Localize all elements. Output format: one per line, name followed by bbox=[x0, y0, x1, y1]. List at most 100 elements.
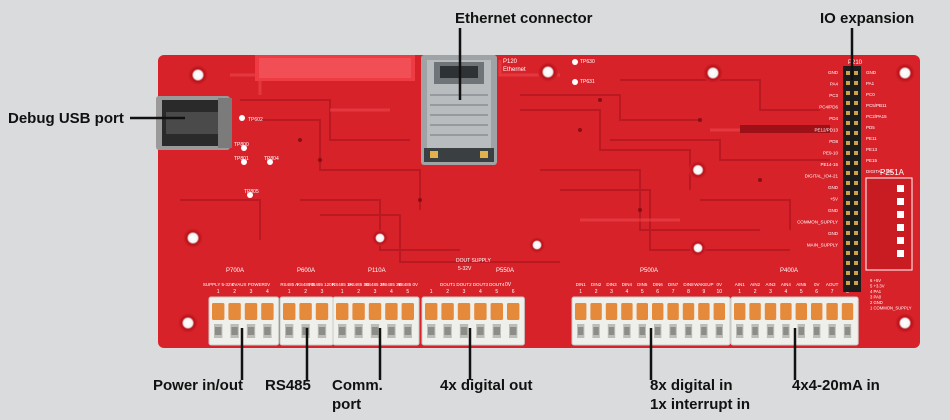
ethernet-base bbox=[424, 148, 494, 162]
terminal-lever[interactable] bbox=[261, 303, 274, 320]
header-pin bbox=[846, 91, 850, 95]
terminal-lever[interactable] bbox=[621, 303, 633, 320]
terminal-lever[interactable] bbox=[474, 303, 487, 320]
terminal-lever[interactable] bbox=[590, 303, 602, 320]
header-label-left: +5V bbox=[830, 197, 838, 202]
terminal-lever[interactable] bbox=[698, 303, 710, 320]
mounting-hole bbox=[895, 63, 915, 83]
silk-pin-number: 2 bbox=[754, 289, 757, 295]
terminal-lever[interactable] bbox=[244, 303, 258, 320]
terminal-lever[interactable] bbox=[652, 303, 664, 320]
terminal-lever[interactable] bbox=[780, 303, 792, 320]
terminal-lever[interactable] bbox=[575, 303, 587, 320]
callout-io-expansion: IO expansion bbox=[820, 10, 915, 27]
terminal-lever[interactable] bbox=[425, 303, 438, 320]
io-header-labels: GNDPA4PC3PC4/PD6PD4PE12/PD13PD8PE9-10PE1… bbox=[797, 70, 893, 248]
silk-pin-number: 3 bbox=[250, 289, 253, 295]
silk-p600a: P600A bbox=[297, 268, 315, 274]
terminal-lever[interactable] bbox=[283, 303, 296, 320]
silk-pin-label: 0V bbox=[232, 282, 238, 287]
terminal-lever[interactable] bbox=[795, 303, 807, 320]
silk-pin-number: 6 bbox=[656, 289, 659, 295]
wire-hole bbox=[798, 327, 804, 335]
terminal-lever[interactable] bbox=[841, 303, 854, 320]
terminal-lever[interactable] bbox=[352, 303, 365, 320]
header-label-right: PE11 bbox=[866, 136, 877, 141]
header-label-right: PA1 bbox=[866, 81, 875, 86]
silk-pin-label: WAKEUP bbox=[694, 282, 713, 287]
p251a-pads bbox=[897, 185, 904, 257]
silk-pin-label: DOUT3 bbox=[473, 282, 489, 287]
terminal-lever[interactable] bbox=[299, 303, 312, 320]
silk-pin-number: 2 bbox=[304, 289, 307, 295]
terminal-lever[interactable] bbox=[764, 303, 777, 320]
silk-pin-label: RS485 0V bbox=[398, 282, 419, 287]
header-pin bbox=[846, 151, 850, 155]
header-pin bbox=[846, 231, 850, 235]
terminal-lever[interactable] bbox=[507, 303, 520, 320]
terminal-lever[interactable] bbox=[667, 303, 679, 320]
terminal-lever[interactable] bbox=[212, 303, 225, 320]
header-pin bbox=[846, 181, 850, 185]
mounting-hole bbox=[703, 63, 723, 83]
silk-pin-number: 1 bbox=[217, 289, 220, 295]
silk-pin-number: 7 bbox=[672, 289, 675, 295]
header-pin bbox=[846, 171, 850, 175]
wire-hole bbox=[701, 327, 707, 335]
header-label-right: PC0 bbox=[866, 92, 875, 97]
terminal-lever[interactable] bbox=[490, 303, 503, 320]
terminal-lever[interactable] bbox=[811, 303, 823, 320]
header-label-left: PC4/PD6 bbox=[819, 105, 838, 110]
terminal-lever[interactable] bbox=[441, 303, 454, 320]
terminal-lever[interactable] bbox=[713, 303, 725, 320]
silk-pin-number: 8 bbox=[687, 289, 690, 295]
terminal-lever[interactable] bbox=[368, 303, 382, 320]
wire-hole bbox=[302, 327, 309, 335]
terminal-lever[interactable] bbox=[385, 303, 398, 320]
silk-pin-label: AIN3 bbox=[765, 282, 776, 287]
silk-pin-label: DOUT1 bbox=[440, 282, 456, 287]
mounting-hole bbox=[178, 313, 198, 333]
header-pin bbox=[854, 191, 858, 195]
silk-pin-number: 3 bbox=[463, 289, 466, 295]
silk-p120: P120 bbox=[503, 59, 518, 65]
terminal-lever[interactable] bbox=[682, 303, 695, 320]
terminal-lever[interactable] bbox=[457, 303, 471, 320]
silk-pin-number: 3 bbox=[321, 289, 324, 295]
callout-comm-line1: Comm. bbox=[332, 377, 383, 394]
silk-pin-number: 3 bbox=[610, 289, 613, 295]
header-label-left: PE12/PD13 bbox=[814, 128, 838, 133]
header-strip bbox=[843, 66, 861, 292]
wire-hole bbox=[264, 327, 271, 335]
wire-hole bbox=[685, 327, 692, 335]
wire-hole bbox=[477, 327, 484, 335]
header-pin bbox=[846, 161, 850, 165]
wire-hole bbox=[655, 327, 661, 335]
wire-hole bbox=[460, 327, 468, 335]
terminal-lever[interactable] bbox=[401, 303, 414, 320]
silk-pin-number: 1 bbox=[341, 289, 344, 295]
silkscreen-labels: P120 Ethernet P210 P251A TP602 TP800 TP8… bbox=[226, 59, 905, 288]
terminal-lever[interactable] bbox=[826, 303, 838, 320]
header-label-left: PE14-15 bbox=[820, 162, 838, 167]
wire-hole bbox=[608, 327, 615, 335]
silk-pin-label: DIN6 bbox=[653, 282, 664, 287]
header-pin bbox=[846, 141, 850, 145]
wire-hole bbox=[767, 327, 774, 335]
silk-pin-number: 6 bbox=[512, 289, 515, 295]
ethernet-led bbox=[430, 151, 438, 158]
terminal-lever[interactable] bbox=[636, 303, 648, 320]
terminal-lever[interactable] bbox=[228, 303, 241, 320]
terminal-lever[interactable] bbox=[336, 303, 349, 320]
callout-digital-in-line1: 8x digital in bbox=[650, 377, 733, 394]
header-label-left: PD4 bbox=[829, 116, 838, 121]
silk-pin-label: AIN2 bbox=[750, 282, 761, 287]
terminal-lever[interactable] bbox=[734, 303, 746, 320]
silk-pin-label: DOUT2 bbox=[456, 282, 472, 287]
wire-hole bbox=[844, 327, 851, 335]
terminal-lever[interactable] bbox=[605, 303, 618, 320]
silk-pin-number: 7 bbox=[831, 289, 834, 295]
terminal-lever[interactable] bbox=[315, 303, 329, 320]
terminal-lever[interactable] bbox=[749, 303, 761, 320]
